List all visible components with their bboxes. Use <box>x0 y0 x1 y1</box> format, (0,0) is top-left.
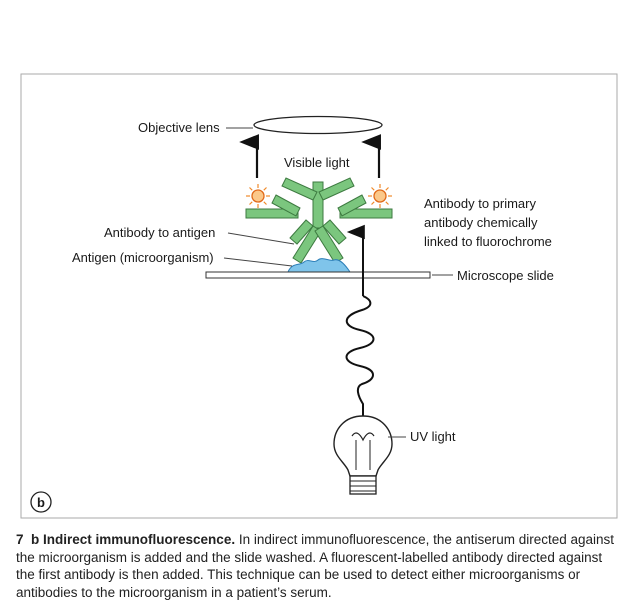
objective-lens-label: Objective lens <box>138 120 220 135</box>
visible-light-label: Visible light <box>284 155 350 170</box>
light-bulb-icon <box>333 415 393 495</box>
antigen-label: Antigen (microorganism) <box>72 250 214 265</box>
secondary-antibody <box>245 177 393 229</box>
antigen-microorganism <box>287 258 351 273</box>
figure-caption: 7 b Indirect immunofluorescence. In indi… <box>16 531 620 601</box>
antibody-to-primary-label-line1: Antibody to primary <box>424 196 536 211</box>
figure-frame <box>20 73 618 519</box>
microscope-slide <box>205 271 431 279</box>
primary-antibody <box>289 219 347 264</box>
antibody-to-primary-label-line3: linked to fluorochrome <box>424 234 552 249</box>
caption-title: b Indirect immunofluorescence. <box>31 532 236 547</box>
figure-badge: b <box>30 491 52 513</box>
antibody-to-antigen-label: Antibody to antigen <box>104 225 215 240</box>
antibody-to-antigen-leader <box>227 232 295 245</box>
antigen-leader <box>223 257 293 267</box>
antibody-to-primary-label-line2: antibody chemically <box>424 215 538 230</box>
uv-light-label: UV light <box>410 429 456 444</box>
uv-light-wave <box>345 295 375 418</box>
caption-number: 7 <box>16 532 24 547</box>
microscope-slide-label: Microscope slide <box>457 268 554 283</box>
caption-text: In indirect immunofluorescence, the anti… <box>16 532 615 600</box>
svg-text:b: b <box>37 495 45 510</box>
objective-lens <box>253 115 383 135</box>
fluorochrome-icon <box>246 184 270 208</box>
fluorochrome-icon <box>368 184 392 208</box>
